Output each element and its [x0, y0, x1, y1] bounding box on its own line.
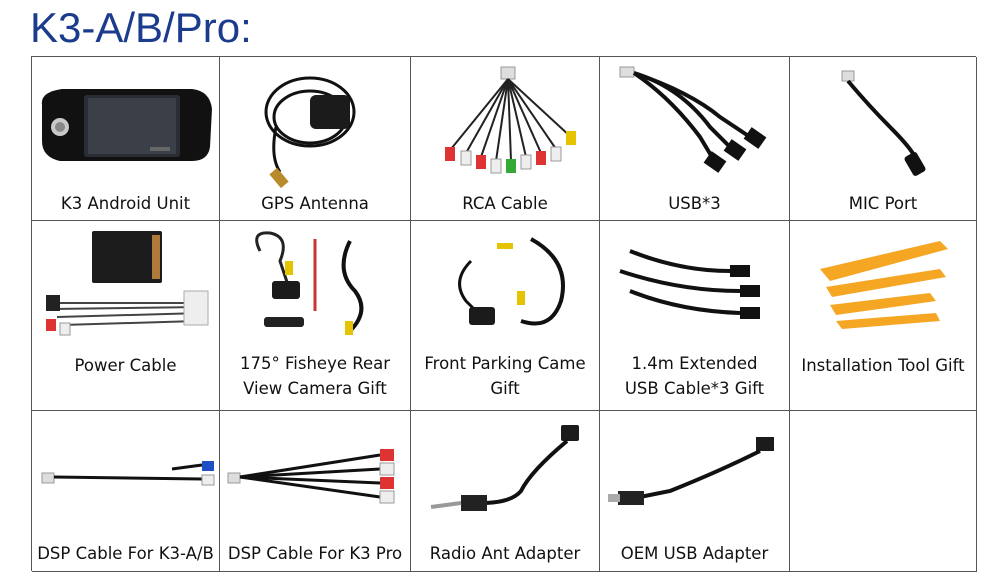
item-label: 175° Fisheye Rear View Camera Gift: [240, 354, 390, 398]
item-cell-usb-extension: 1.4m Extended USB Cable*3 Gift: [600, 221, 790, 411]
power-harness-icon: [46, 231, 209, 336]
usb-extension-cable-icon: [619, 249, 760, 319]
item-cell-radio-ant-adapter: Radio Ant Adapter: [411, 411, 600, 572]
item-cell-front-camera: Front Parking Came Gift: [411, 221, 600, 411]
item-label: DSP Cable For K3 Pro: [227, 544, 403, 563]
item-label: 1.4m Extended USB Cable*3 Gift: [624, 354, 765, 398]
radio-antenna-adapter-icon: [430, 425, 579, 511]
accessories-grid: K3 Android Unit GPS Antenna: [31, 56, 977, 572]
item-cell-gps-antenna: GPS Antenna: [220, 57, 411, 221]
item-label: USB*3: [668, 194, 721, 213]
item-label: MIC Port: [848, 194, 918, 213]
item-label: Radio Ant Adapter: [429, 544, 581, 563]
page-title: K3-A/B/Pro:: [30, 4, 252, 51]
item-label: Power Cable: [74, 356, 177, 375]
rca-cable-icon: [445, 66, 576, 174]
item-label: OEM USB Adapter: [620, 544, 769, 563]
oem-usb-adapter-icon: [608, 437, 774, 505]
item-label: DSP Cable For K3-A/B: [37, 544, 214, 563]
item-label: RCA Cable: [462, 194, 548, 213]
dsp-cable-icon: [41, 461, 215, 486]
item-cell-usb-3: USB*3: [600, 57, 790, 221]
item-label: Installation Tool Gift: [801, 356, 965, 375]
item-label: K3 Android Unit: [60, 194, 191, 213]
item-label: Front Parking Came Gift: [424, 354, 586, 398]
front-camera-icon: [458, 237, 565, 326]
usb-cable-icon: [619, 66, 767, 173]
item-cell-rear-camera: 175° Fisheye Rear View Camera Gift: [220, 221, 411, 411]
item-cell-power-cable: Power Cable: [32, 221, 220, 411]
microphone-cable-icon: [841, 70, 926, 176]
gps-antenna-icon: [264, 76, 356, 189]
item-cell-dsp-cable-k3-pro: DSP Cable For K3 Pro: [220, 411, 411, 572]
item-cell-installation-tool: Installation Tool Gift: [790, 221, 977, 411]
android-head-unit-icon: [41, 89, 213, 161]
item-cell-rca-cable: RCA Cable: [411, 57, 600, 221]
item-cell-mic-port: MIC Port: [790, 57, 977, 221]
item-cell-k3-android-unit: K3 Android Unit: [32, 57, 220, 221]
item-cell-dsp-cable-k3-ab: DSP Cable For K3-A/B: [32, 411, 220, 572]
dsp-cable-pro-icon: [227, 449, 395, 504]
item-label: GPS Antenna: [261, 194, 369, 213]
item-cell-oem-usb-adapter: OEM USB Adapter: [600, 411, 790, 572]
item-cell-empty: [790, 411, 977, 572]
rear-camera-icon: [255, 231, 364, 335]
pry-tool-icon: [820, 241, 948, 329]
